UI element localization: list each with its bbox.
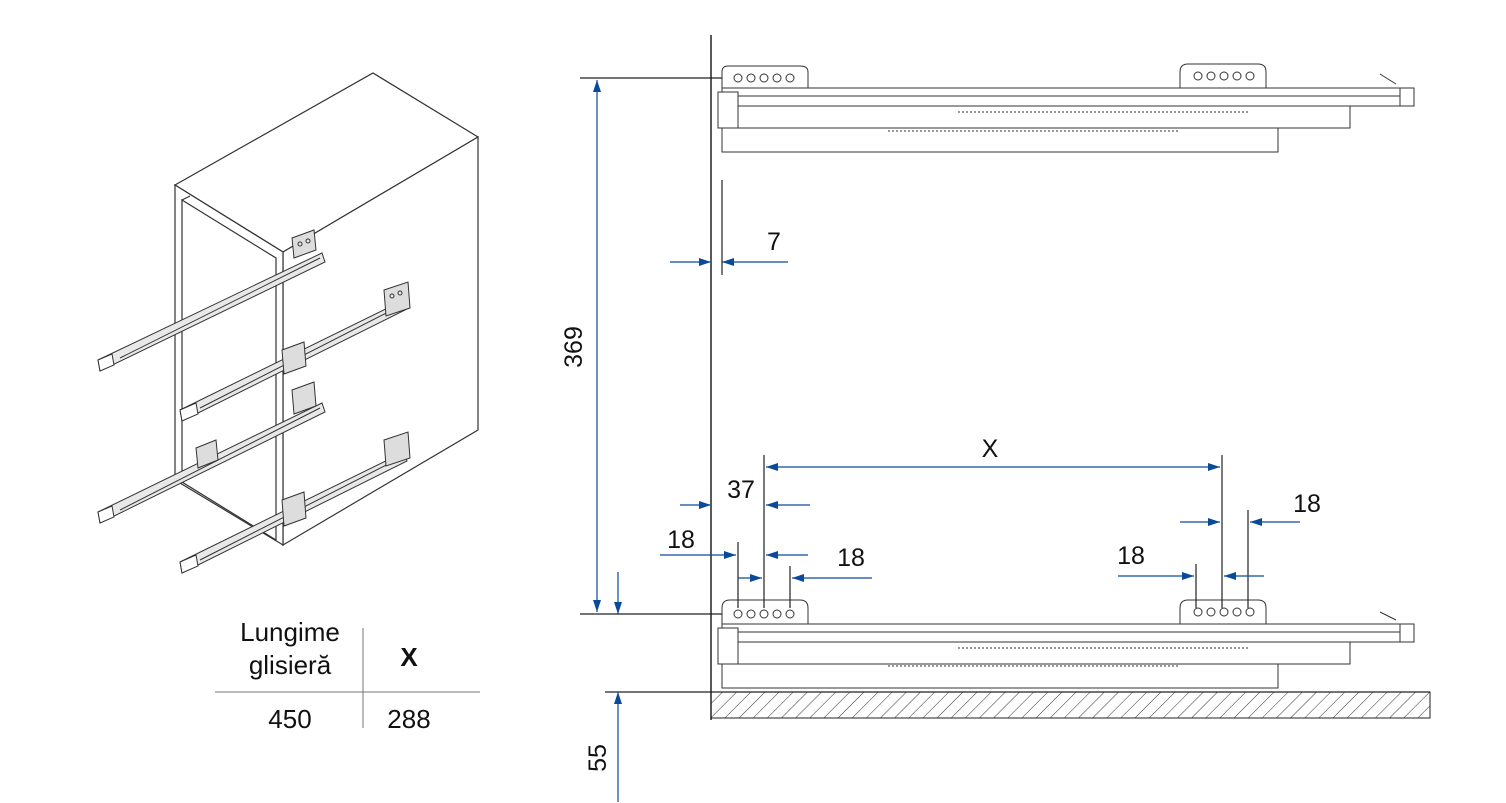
floor <box>605 691 1431 719</box>
slide-upper-right <box>179 281 411 422</box>
slide-lower-right <box>179 431 411 574</box>
table-value-length: 450 <box>268 704 311 734</box>
dimension-table: Lungime glisieră X 450 288 <box>215 617 480 734</box>
dim-18-left-b-label: 18 <box>837 544 865 572</box>
dim-18-right-a-label: 18 <box>1293 490 1321 518</box>
rear-bracket-upper <box>1179 63 1267 90</box>
table-header-length-line2: glisieră <box>249 650 332 680</box>
dim-55-label: 55 <box>584 744 612 772</box>
dim-7-label: 7 <box>767 228 781 256</box>
front-bracket-lower <box>721 599 809 626</box>
cabinet-opening <box>181 198 277 542</box>
table-value-x: 288 <box>387 704 430 734</box>
table-header-x: X <box>400 642 418 672</box>
slide-side-view-lower <box>717 599 1415 689</box>
dim-18-left-a-label: 18 <box>667 526 695 554</box>
dim-x-label: X <box>982 435 999 463</box>
slide-side-view-upper <box>717 63 1415 153</box>
dim-18-right-b-label: 18 <box>1117 542 1145 570</box>
slide-lower-left <box>97 381 326 524</box>
dimension-lines <box>580 77 1300 802</box>
cabinet-isometric <box>173 72 480 547</box>
rear-bracket-lower <box>1179 599 1267 626</box>
dim-369-label: 369 <box>560 326 588 368</box>
slides-isometric <box>97 229 411 574</box>
table-header-length-line1: Lungime <box>240 617 340 647</box>
slide-upper-left <box>97 229 326 372</box>
front-bracket-upper <box>721 65 809 90</box>
dim-37-label: 37 <box>727 476 755 504</box>
